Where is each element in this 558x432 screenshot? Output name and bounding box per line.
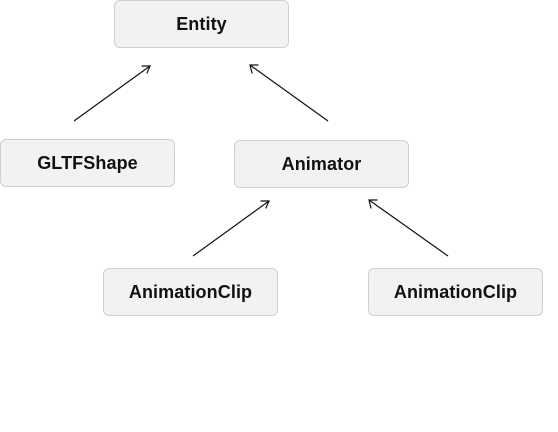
arrowhead-icon: [260, 200, 270, 209]
node-gltfshape[interactable]: GLTFShape: [0, 139, 175, 187]
node-entity[interactable]: Entity: [114, 0, 289, 48]
edge-animator-to-entity: [249, 64, 329, 122]
node-label: AnimationClip: [393, 281, 518, 302]
arrowhead-icon: [249, 64, 259, 74]
edge-gltfshape-to-entity: [73, 65, 151, 122]
edge-clip-2-to-animator: [368, 199, 449, 257]
node-label: Entity: [176, 13, 227, 34]
arrowhead-icon: [368, 199, 378, 209]
node-animator[interactable]: Animator: [234, 140, 409, 188]
node-label: Animator: [281, 153, 362, 174]
node-animation-clip[interactable]: AnimationClip: [368, 268, 543, 316]
arrowhead-icon: [141, 65, 151, 74]
node-animation-clip[interactable]: AnimationClip: [103, 268, 278, 316]
node-label: GLTFShape: [37, 152, 138, 173]
edge-clip-1-to-animator: [192, 200, 270, 257]
node-label: AnimationClip: [128, 281, 253, 302]
